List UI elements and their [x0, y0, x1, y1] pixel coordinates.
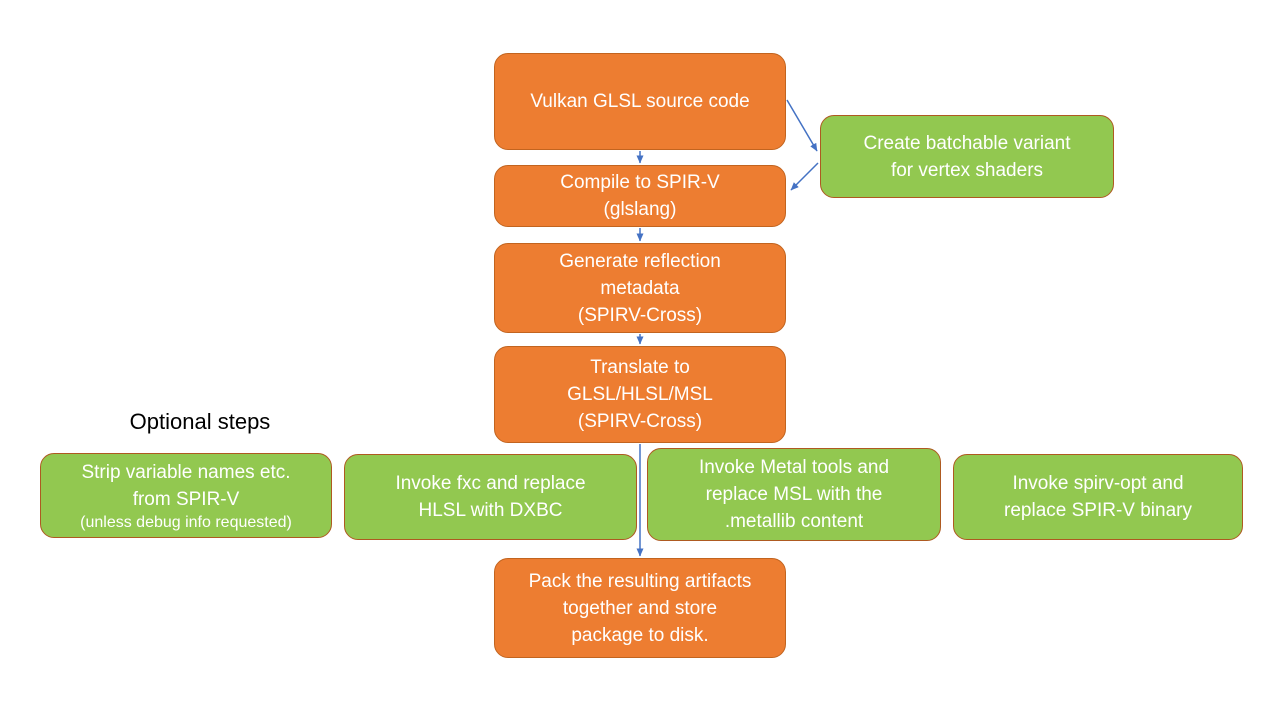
node-label: Compile to SPIR-V (glslang)	[560, 172, 720, 220]
node-label: Invoke spirv-opt and replace SPIR-V bina…	[1004, 473, 1192, 521]
node-label: Strip variable names etc. from SPIR-V	[81, 461, 291, 510]
node-label: Vulkan GLSL source code	[530, 91, 750, 112]
node-invoke-spirv-opt: Invoke spirv-opt and replace SPIR-V bina…	[953, 454, 1243, 540]
node-compile-to-spirv: Compile to SPIR-V (glslang)	[494, 165, 786, 227]
node-note: (unless debug info requested)	[80, 513, 292, 531]
node-label: Invoke Metal tools and replace MSL with …	[698, 457, 890, 532]
node-create-batchable-variant: Create batchable variant for vertex shad…	[820, 115, 1114, 198]
node-translate-to-glsl-hlsl-msl: Translate to GLSL/HLSL/MSL (SPIRV-Cross)	[494, 346, 786, 443]
node-invoke-metal-tools: Invoke Metal tools and replace MSL with …	[647, 448, 941, 541]
node-vulkan-glsl-source: Vulkan GLSL source code	[494, 53, 786, 150]
node-pack-artifacts: Pack the resulting artifacts together an…	[494, 558, 786, 658]
node-label: Generate reflection metadata (SPIRV-Cros…	[559, 250, 721, 326]
node-invoke-fxc: Invoke fxc and replace HLSL with DXBC	[344, 454, 637, 540]
arrow-vulkan-to-batchable	[786, 99, 818, 152]
node-label: Translate to GLSL/HLSL/MSL (SPIRV-Cross)	[567, 357, 713, 432]
node-label: Pack the resulting artifacts together an…	[528, 570, 752, 646]
arrow-batchable-to-compile	[790, 162, 819, 191]
optional-steps-label: Optional steps	[129, 409, 271, 434]
node-generate-reflection-metadata: Generate reflection metadata (SPIRV-Cros…	[494, 243, 786, 333]
node-label: Invoke fxc and replace HLSL with DXBC	[395, 473, 586, 521]
node-label: Create batchable variant for vertex shad…	[863, 132, 1071, 181]
node-strip-variable-names: Strip variable names etc. from SPIR-V (u…	[40, 453, 332, 538]
